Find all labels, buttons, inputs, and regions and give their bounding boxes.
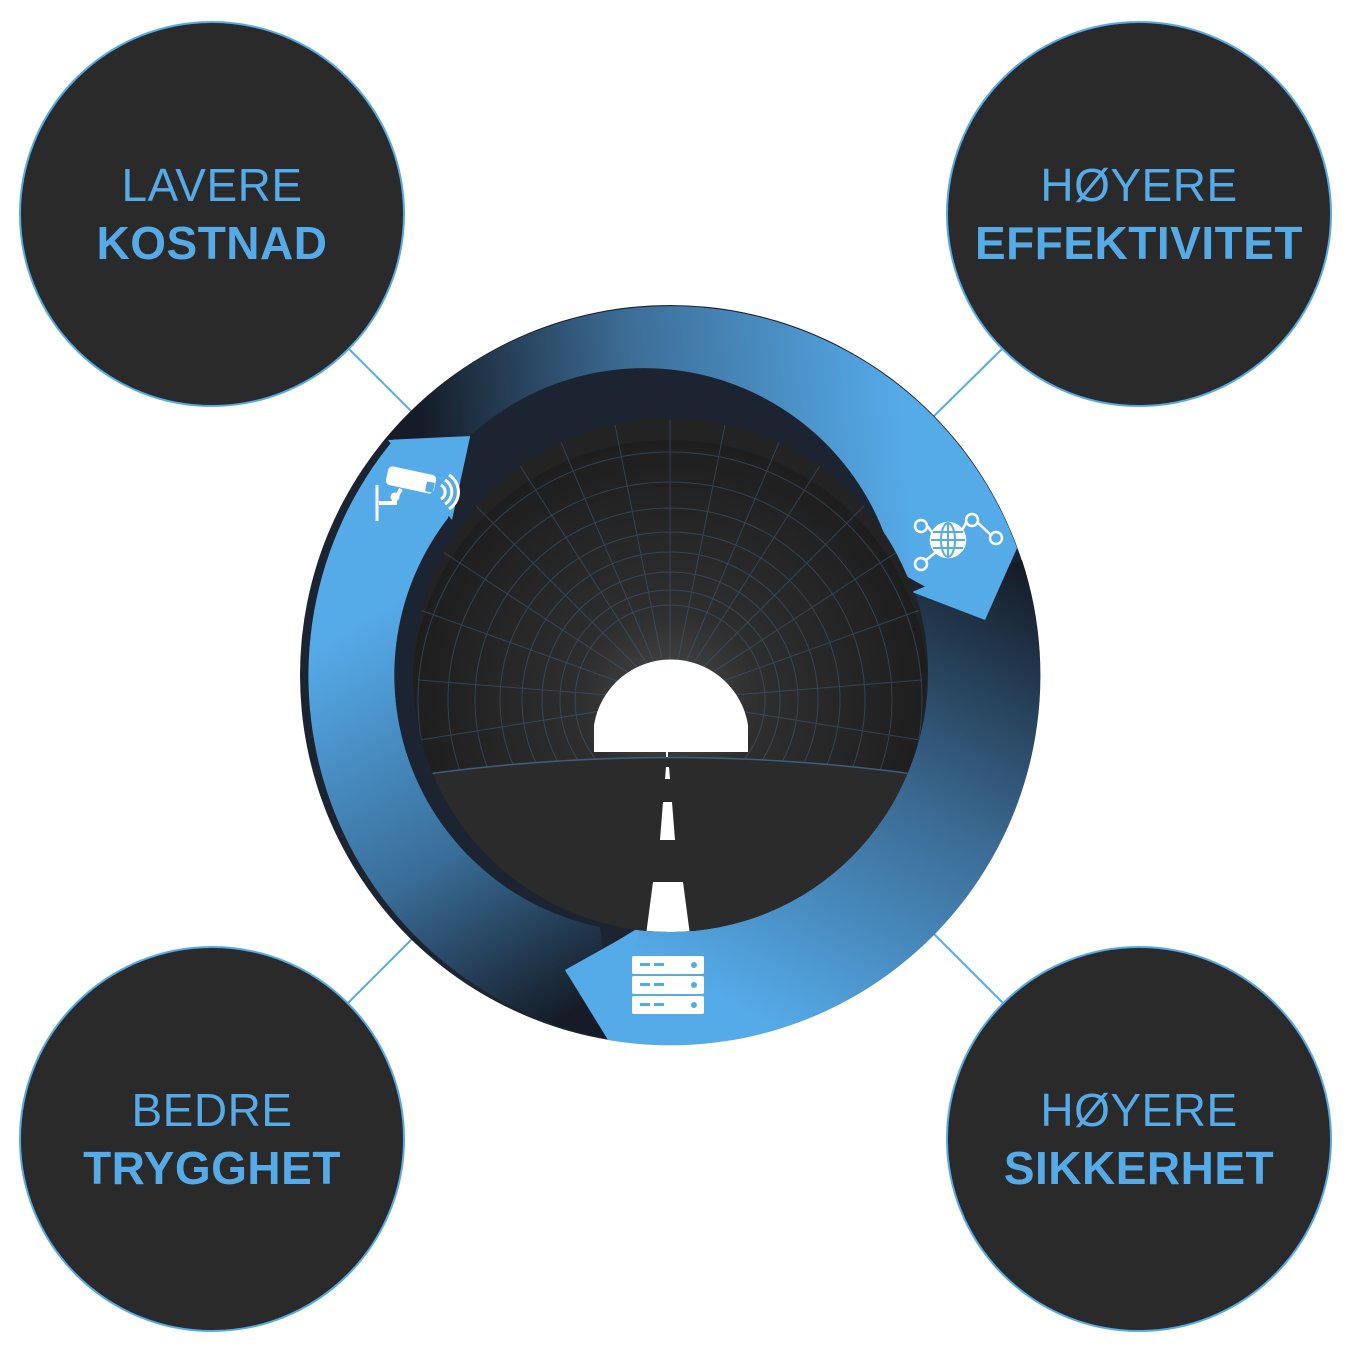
connector-lines [347, 347, 1004, 1004]
connector-top-right [929, 347, 1004, 421]
arrow-head-bottom [566, 927, 640, 1040]
tunnel-image [413, 418, 927, 932]
benefit-line1: BEDRE [131, 1084, 293, 1136]
arrow-head-right [912, 548, 1017, 620]
benefit-line2: KOSTNAD [96, 217, 328, 269]
road-surface [413, 757, 927, 932]
benefit-line1: LAVERE [121, 159, 303, 211]
benefit-line2: EFFEKTIVITET [975, 217, 1303, 269]
server-rack-icon [632, 956, 704, 1014]
benefit-line2: TRYGGHET [83, 1142, 341, 1194]
connector-bottom-left [347, 935, 416, 1004]
lane-markings [646, 752, 690, 932]
surveillance-camera-icon [375, 466, 460, 521]
benefit-line2: SIKKERHET [1003, 1142, 1275, 1194]
connector-bottom-right [929, 929, 1004, 1004]
ring-arm-top [385, 306, 1017, 620]
benefit-line1: HØYERE [1040, 159, 1238, 211]
ring-arm-right [565, 560, 1041, 1046]
benefit-higher-security: HØYERE SIKKERHET [946, 946, 1332, 1332]
network-globe-icon [913, 512, 1004, 572]
tunnel-exit [594, 659, 748, 752]
benefit-higher-efficiency: HØYERE EFFEKTIVITET [946, 21, 1332, 407]
benefit-line1: HØYERE [1040, 1084, 1238, 1136]
benefit-better-safety: BEDRE TRYGGHET [19, 946, 405, 1332]
ring-arm-left [308, 436, 613, 1040]
benefit-lower-cost: LAVERE KOSTNAD [19, 21, 405, 407]
connector-top-left [347, 347, 416, 416]
